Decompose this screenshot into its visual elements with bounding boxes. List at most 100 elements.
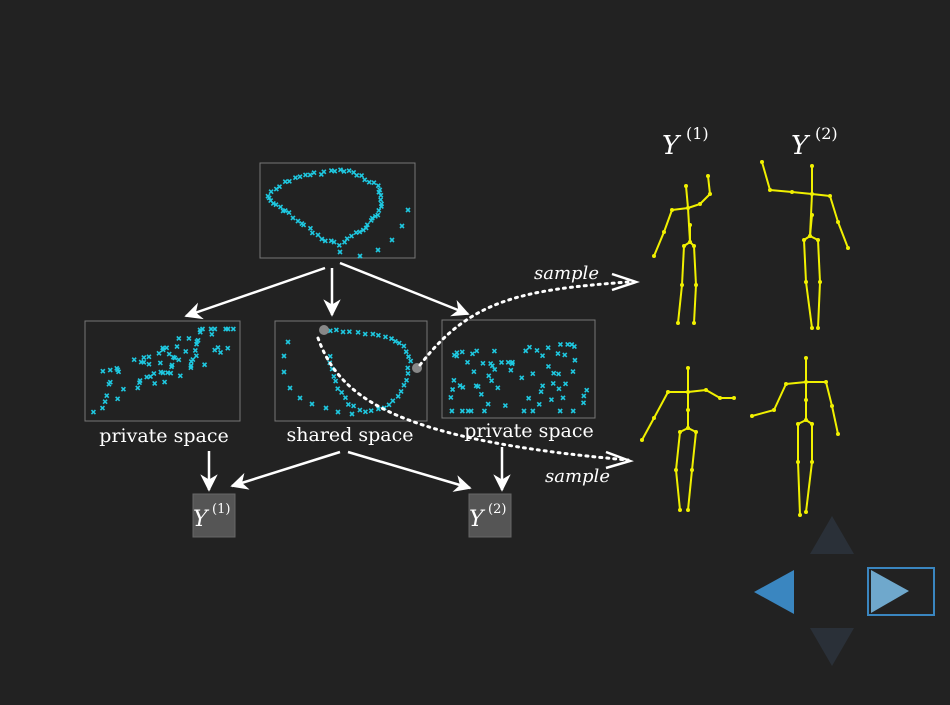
scatter-point <box>519 375 525 381</box>
scatter-point <box>534 347 540 354</box>
scatter-point <box>307 225 314 231</box>
scatter-point <box>448 394 454 400</box>
shared-points <box>281 327 414 417</box>
scatter-point <box>389 237 395 243</box>
scatter-point <box>478 391 484 397</box>
scatter-point <box>399 223 405 229</box>
private-space-left-panel <box>84 320 241 422</box>
scatter-point <box>362 331 368 337</box>
scatter-point <box>366 179 372 185</box>
scatter-point <box>390 398 396 404</box>
scatter-point <box>266 195 272 201</box>
scatter-point <box>287 385 293 391</box>
scatter-point <box>468 408 474 414</box>
skeleton-header-y2: Y (2) <box>791 124 838 161</box>
scatter-point <box>376 189 382 195</box>
scatter-point <box>498 359 505 365</box>
scatter-point <box>364 222 370 228</box>
scatter-point <box>166 351 172 357</box>
nav-left-button[interactable] <box>752 568 798 616</box>
scatter-point <box>491 348 497 354</box>
scatter-point <box>90 409 97 415</box>
private-left-points <box>90 326 236 415</box>
scatter-point <box>328 238 334 244</box>
scatter-point <box>282 179 288 185</box>
header-y1-sup: (1) <box>686 124 709 143</box>
scatter-point <box>332 168 338 174</box>
scatter-point <box>225 326 231 332</box>
scatter-point <box>115 396 121 402</box>
scatter-point <box>530 408 536 414</box>
scatter-point <box>565 341 571 348</box>
scatter-point <box>368 408 374 414</box>
scatter-point <box>136 380 143 386</box>
scatter-point <box>454 350 460 356</box>
output-node-y2: Y (2) <box>468 493 512 538</box>
scatter-point <box>536 401 542 407</box>
scatter-point <box>346 168 352 174</box>
scatter-point <box>378 197 384 203</box>
sample-curve-bottom <box>316 336 630 462</box>
output-y2-base: Y <box>469 507 486 532</box>
scatter-point <box>551 370 557 376</box>
scatter-point <box>557 408 563 414</box>
scatter-point <box>357 253 363 259</box>
arrow-to-private-left <box>184 266 326 320</box>
output-node-y1: Y (1) <box>192 493 236 538</box>
scatter-point <box>555 371 562 377</box>
output-y1-sup: (1) <box>212 502 230 517</box>
scatter-point <box>349 411 355 417</box>
nav-right-button[interactable] <box>867 567 935 617</box>
scatter-point <box>486 373 492 379</box>
shared-space-label: shared space <box>287 424 414 446</box>
scatter-point <box>562 381 569 387</box>
private-space-right-panel <box>441 319 596 419</box>
scatter-point <box>115 367 121 373</box>
scatter-point <box>202 362 208 368</box>
scatter-point <box>475 383 481 390</box>
scatter-point <box>131 357 137 363</box>
scatter-point <box>277 204 284 210</box>
skeleton-y2-bottom <box>750 356 840 517</box>
scatter-point <box>299 221 305 227</box>
skeleton-header-y1: Y (1) <box>662 124 709 161</box>
arrow-to-private-right <box>339 261 470 317</box>
scatter-point <box>571 344 577 350</box>
scatter-point <box>176 357 182 363</box>
scatter-point <box>152 380 158 387</box>
scatter-point <box>323 405 329 411</box>
sample-dot-top <box>319 325 329 335</box>
skeleton-y1-top <box>652 174 712 325</box>
scatter-point <box>327 353 333 359</box>
scatter-point <box>357 407 363 413</box>
private-right-points <box>448 341 590 414</box>
scatter-point <box>307 172 313 178</box>
skeleton-figures <box>640 160 850 517</box>
private-space-right-label: private space <box>464 420 593 442</box>
scatter-point <box>195 337 201 343</box>
scatter-point <box>337 249 343 255</box>
scatter-point <box>141 354 147 361</box>
scatter-point <box>357 229 363 235</box>
nav-down-button[interactable] <box>808 626 856 670</box>
scatter-point <box>209 331 215 337</box>
scatter-point <box>290 215 296 221</box>
skeleton-y2-top <box>760 160 850 330</box>
scatter-point <box>102 399 108 405</box>
scatter-point <box>398 388 404 395</box>
scatter-point <box>405 354 412 360</box>
scatter-point <box>459 408 465 414</box>
scatter-point <box>375 183 381 189</box>
scatter-point <box>337 167 344 173</box>
scatter-point <box>392 338 398 344</box>
scatter-point <box>405 370 411 376</box>
skeleton-y1-bottom <box>640 366 736 512</box>
header-y2-sup: (2) <box>815 124 838 143</box>
nav-up-button[interactable] <box>808 512 856 556</box>
scatter-point <box>405 207 411 213</box>
scatter-point <box>382 334 389 340</box>
scatter-point <box>186 335 192 342</box>
scatter-point <box>508 367 514 373</box>
scatter-point <box>401 382 407 388</box>
scatter-point <box>146 354 152 360</box>
